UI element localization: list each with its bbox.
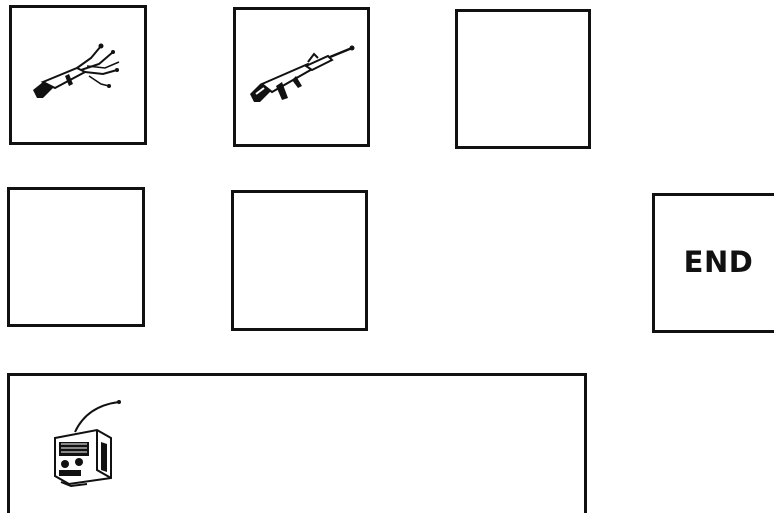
- item-slot-4[interactable]: [7, 187, 145, 327]
- item-slot-1[interactable]: [9, 5, 147, 145]
- inventory-bar: [7, 373, 587, 513]
- end-button[interactable]: END: [652, 193, 774, 333]
- assault-rifle-icon: [248, 40, 358, 110]
- end-button-label: END: [684, 245, 754, 279]
- item-slot-3[interactable]: [455, 9, 591, 149]
- item-slot-5[interactable]: [231, 190, 368, 331]
- radio-icon[interactable]: [47, 398, 137, 488]
- item-slot-2[interactable]: [233, 7, 370, 147]
- rifle-with-wires-icon: [29, 38, 129, 108]
